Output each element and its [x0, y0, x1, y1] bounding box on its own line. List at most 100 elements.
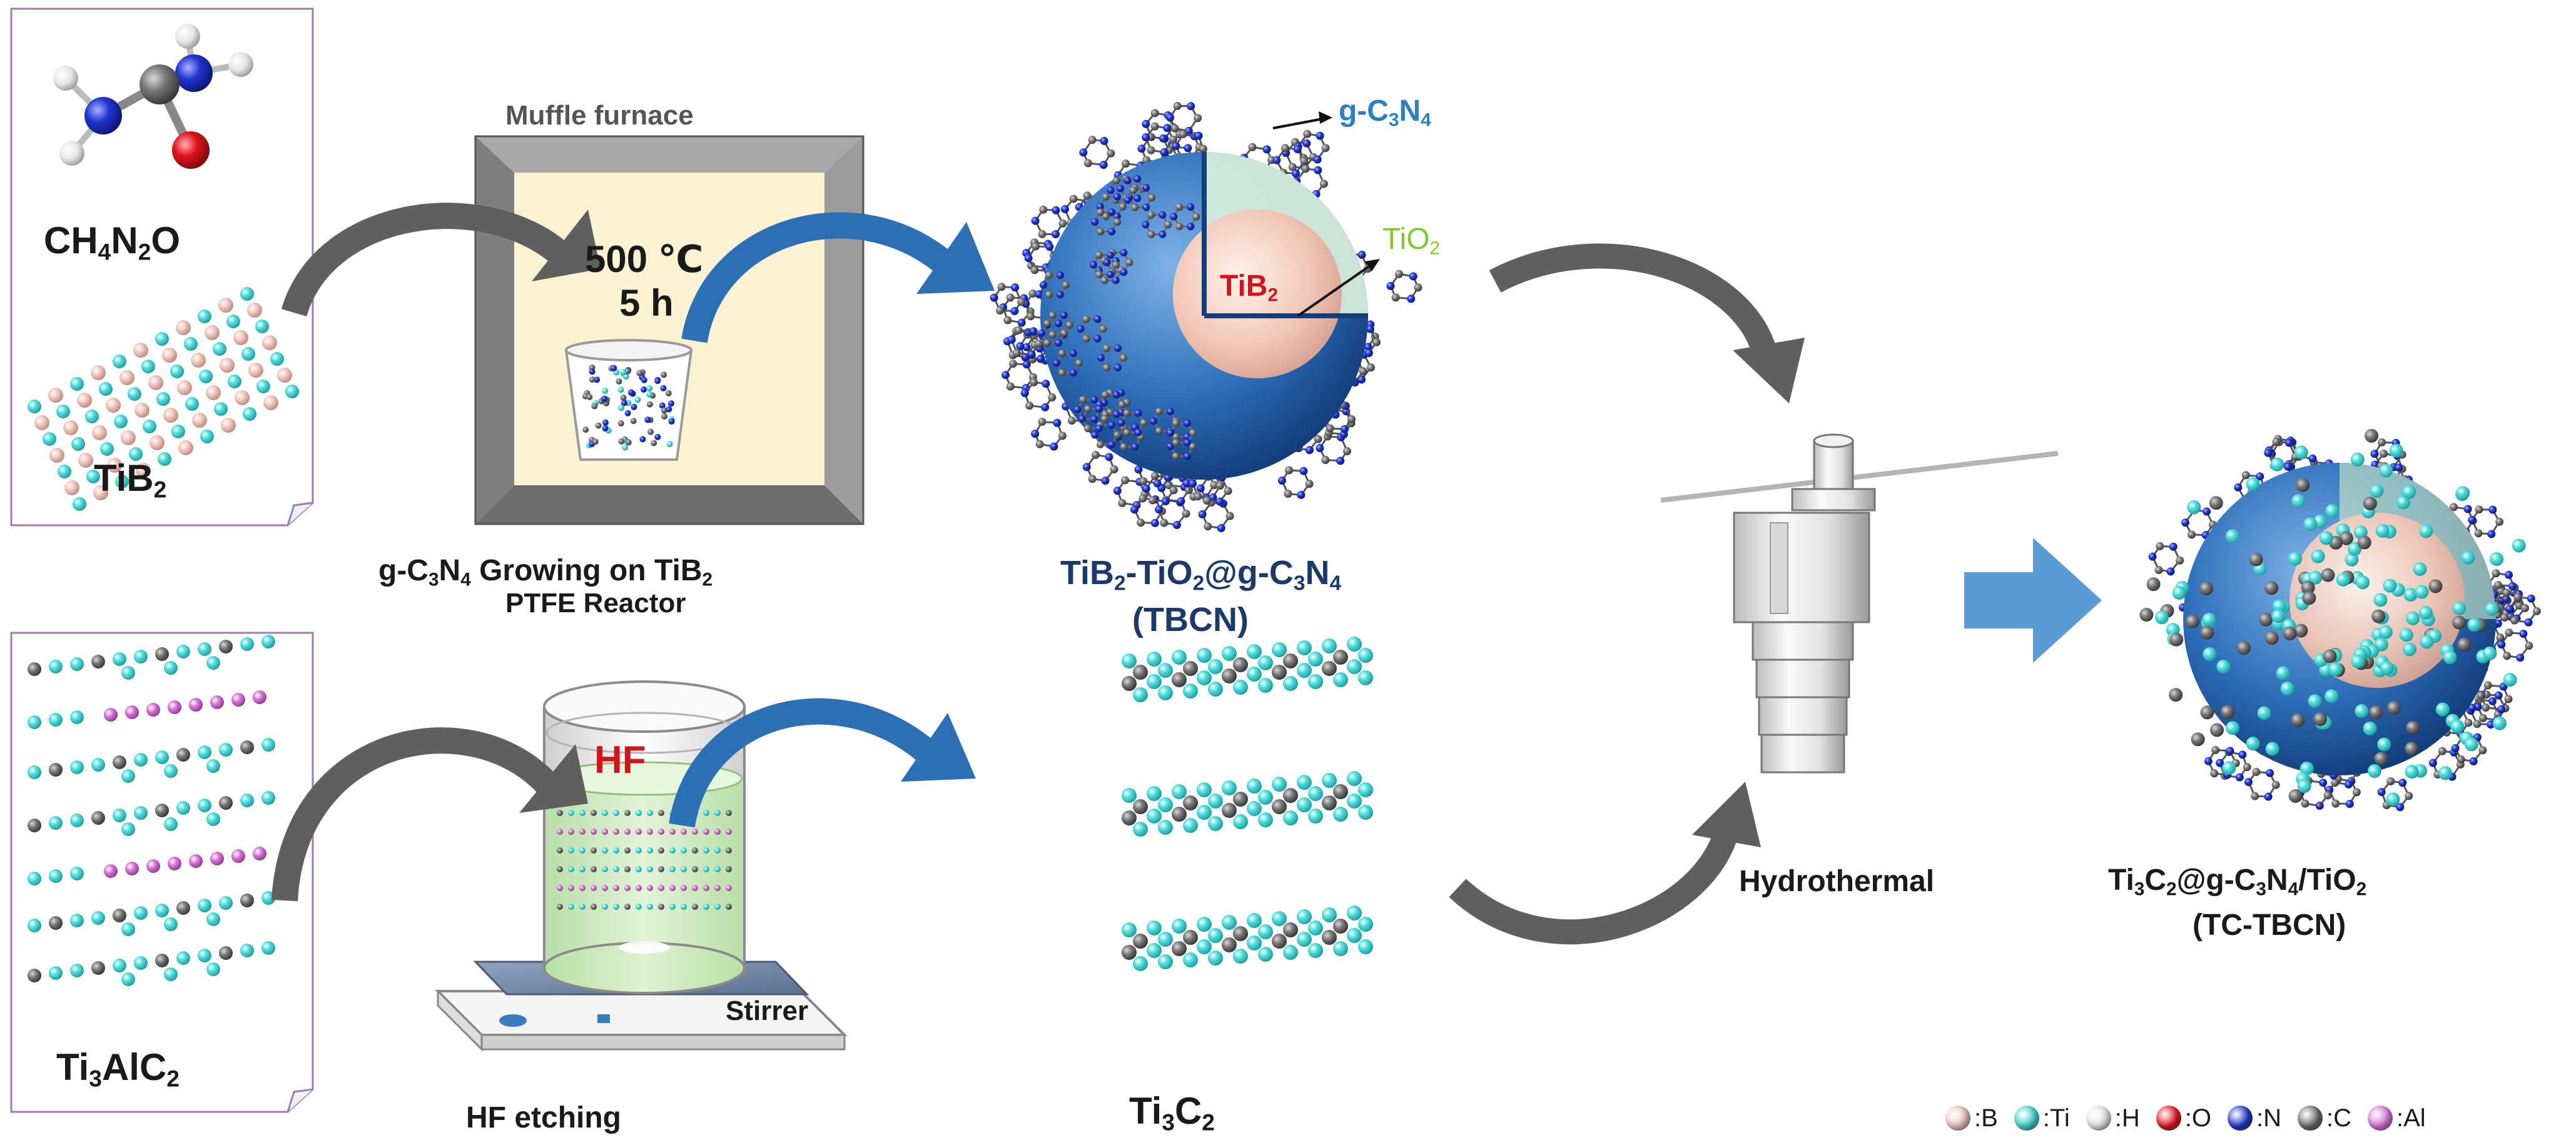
ti-atom	[2311, 549, 2325, 563]
c-atom	[665, 390, 672, 396]
c-atom	[91, 961, 105, 975]
b-atom-icon	[1945, 1106, 1970, 1131]
ti-atom	[49, 660, 63, 673]
c-atom	[2495, 517, 2504, 526]
c-atom	[1075, 359, 1083, 367]
n-atom	[1112, 410, 1120, 418]
ti-atom	[115, 475, 129, 488]
c-atom	[2513, 593, 2522, 602]
ti-atom	[1233, 680, 1248, 695]
c-atom-icon	[2297, 1106, 2323, 1131]
n-atom	[1101, 477, 1110, 485]
ti-atom	[2370, 483, 2384, 498]
c-atom	[1113, 431, 1122, 439]
ti-atom	[2375, 523, 2390, 538]
ti-atom	[285, 385, 299, 398]
c-atom	[1035, 440, 1044, 448]
c-atom	[2241, 471, 2250, 480]
b-atom	[133, 343, 148, 358]
c-atom	[1147, 211, 1155, 219]
c-atom	[1131, 203, 1139, 211]
ti-atom	[1258, 655, 1273, 670]
hf-label: HF	[594, 739, 646, 782]
c-atom	[1164, 221, 1172, 229]
n-atom	[1120, 268, 1128, 276]
ti-atom	[213, 342, 226, 356]
arrow-gray-to-autoclave-top	[1489, 243, 1805, 403]
n-atom	[2463, 505, 2472, 513]
n-atom	[1107, 251, 1115, 259]
n-atom	[1187, 203, 1195, 211]
legend-item-b: :B	[1945, 1104, 1998, 1132]
n-atom	[1160, 148, 1169, 157]
c-atom	[2525, 642, 2533, 650]
c-atom	[1100, 415, 1108, 423]
ti-atom	[1208, 794, 1223, 809]
n-atom	[1017, 318, 1026, 327]
n-atom	[2468, 704, 2477, 712]
ti-atom	[1358, 805, 1373, 820]
n-atom	[1293, 144, 1302, 153]
ti-atom	[2413, 562, 2427, 577]
ti-atom	[1247, 644, 1262, 659]
ti-atom	[114, 415, 128, 428]
b-atom	[178, 440, 193, 455]
n-atom-icon	[2227, 1106, 2253, 1131]
legend-item-h: :H	[2086, 1104, 2140, 1132]
ti-atom	[2483, 646, 2497, 660]
n-atom	[1262, 145, 1271, 154]
c-atom	[2301, 580, 2315, 595]
ti-atom	[155, 904, 169, 917]
c-atom	[1322, 661, 1337, 676]
c-atom	[591, 866, 597, 872]
ti-atom	[602, 904, 608, 910]
o-atom-icon	[2156, 1106, 2181, 1131]
legend-item-o: :O	[2156, 1104, 2211, 1132]
ptfe-label: PTFE Reactor	[505, 588, 686, 618]
ti-atom	[171, 425, 185, 438]
ti-atom	[602, 387, 609, 394]
c-atom	[624, 904, 631, 910]
legend-label: :C	[2326, 1104, 2351, 1132]
ti-atom	[703, 866, 709, 872]
ti-atom	[1197, 648, 1212, 663]
c-atom	[1147, 146, 1155, 154]
c-atom	[1155, 427, 1163, 435]
c-atom	[2352, 788, 2361, 797]
ti-atom	[2202, 612, 2216, 627]
n-atom	[1056, 291, 1064, 299]
ti-atom	[1158, 685, 1173, 700]
c-atom	[2294, 623, 2308, 638]
c-atom	[1107, 149, 1115, 158]
c-atom	[726, 847, 732, 854]
c-atom	[2474, 529, 2483, 538]
ti-atom	[70, 914, 84, 927]
n-atom	[621, 400, 628, 406]
b-atom	[48, 388, 63, 403]
arrow-block-product	[1964, 538, 2102, 663]
n-atom	[2284, 438, 2293, 447]
ti-atom	[155, 750, 169, 764]
al-atom	[624, 829, 631, 835]
ti-atom	[198, 899, 211, 912]
n-atom	[2505, 570, 2513, 579]
c-atom	[2473, 720, 2482, 729]
c-atom	[1288, 163, 1297, 171]
furnace-title: Muffle furnace	[505, 100, 694, 131]
al-atom	[210, 695, 224, 709]
c-atom	[2428, 579, 2443, 593]
ti-atom	[2492, 716, 2507, 730]
ti-atom	[49, 816, 63, 830]
ti-atom	[176, 951, 190, 965]
ti-atom	[1283, 676, 1298, 691]
c-atom	[1391, 293, 1400, 302]
al-atom	[613, 885, 619, 891]
c-atom	[1103, 344, 1111, 352]
n-atom	[1114, 363, 1122, 371]
c-atom	[219, 640, 233, 653]
c-atom	[2283, 626, 2297, 640]
n-atom	[2226, 747, 2234, 755]
ti-atom	[681, 847, 687, 854]
c-atom	[1248, 143, 1257, 151]
al-atom	[568, 885, 574, 891]
